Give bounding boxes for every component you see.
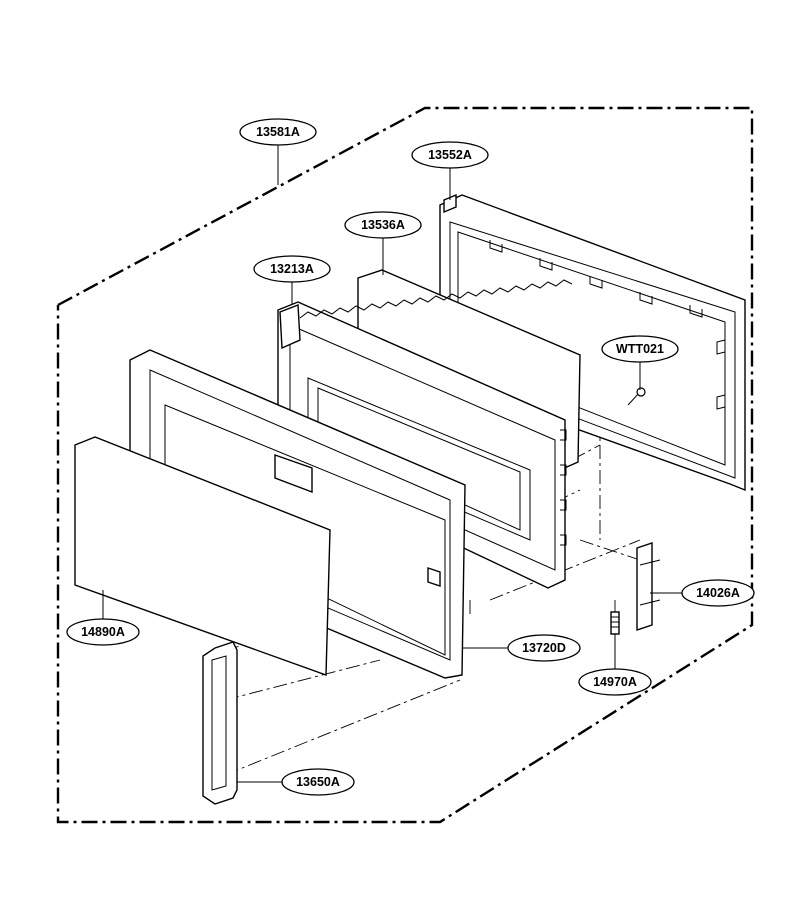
callout-14890A: 14890A bbox=[66, 618, 140, 646]
callout-label: 13552A bbox=[428, 148, 472, 162]
part-WTT021-screw bbox=[627, 387, 646, 406]
callout-13720D: 13720D bbox=[507, 634, 581, 662]
part-13650A-handle bbox=[202, 641, 238, 805]
callout-13213A: 13213A bbox=[253, 255, 331, 283]
assembly-boundary bbox=[56, 106, 754, 824]
callout-14026A: 14026A bbox=[681, 579, 755, 607]
part-14970A-spring bbox=[610, 611, 620, 635]
callout-13581A: 13581A bbox=[239, 118, 317, 146]
callout-label: WTT021 bbox=[616, 342, 664, 356]
callout-label: 14026A bbox=[696, 586, 740, 600]
part-14026A-latch bbox=[636, 542, 661, 631]
callout-label: 13650A bbox=[296, 775, 340, 789]
callout-label: 13213A bbox=[270, 262, 314, 276]
callout-label: 14890A bbox=[81, 625, 125, 639]
callout-label: 14970A bbox=[593, 675, 637, 689]
callout-WTT021: WTT021 bbox=[601, 335, 679, 363]
callout-13552A: 13552A bbox=[411, 141, 489, 169]
callout-label: 13536A bbox=[361, 218, 405, 232]
callout-label: 13720D bbox=[522, 641, 566, 655]
callout-14970A: 14970A bbox=[578, 668, 652, 696]
callout-label: 13581A bbox=[256, 125, 300, 139]
callout-13650A: 13650A bbox=[281, 768, 355, 796]
callout-13536A: 13536A bbox=[344, 211, 422, 239]
part-14890A-front-panel bbox=[74, 436, 331, 676]
